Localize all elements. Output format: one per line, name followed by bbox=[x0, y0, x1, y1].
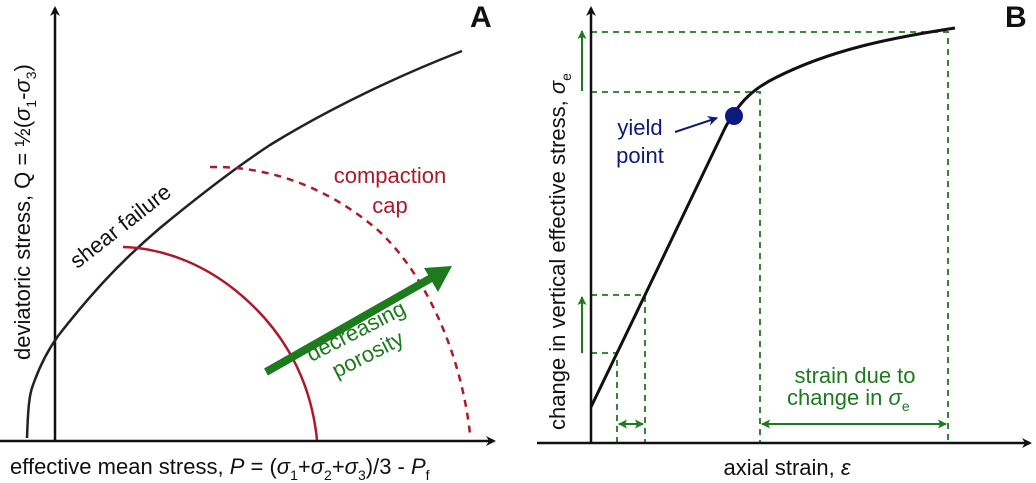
y-axis-label: change in vertical effective stress, σe bbox=[545, 73, 574, 430]
shear-failure-label: shear failure bbox=[65, 179, 176, 273]
panel-a: A shear failure compaction cap decreasin… bbox=[0, 1, 496, 483]
compaction-cap-curve bbox=[209, 165, 472, 435]
point-label: point bbox=[616, 143, 664, 168]
change-label: change in σe bbox=[787, 385, 910, 414]
cap-label: cap bbox=[372, 193, 407, 218]
yield-cap-curve bbox=[122, 245, 319, 441]
panel-letter: A bbox=[470, 1, 492, 34]
x-axis-label: axial strain, ε bbox=[723, 455, 850, 480]
yield-label: yield bbox=[617, 115, 662, 140]
yield-pointer-arrow bbox=[674, 116, 718, 133]
y-axis-label: deviatoric stress, Q = ½(σ1-σ3) bbox=[10, 64, 39, 360]
x-axis-label: effective mean stress, P = (σ1+σ2+σ3)/3 … bbox=[10, 454, 430, 483]
decreasing-porosity-arrow bbox=[264, 269, 442, 376]
panel-letter: B bbox=[1005, 1, 1027, 34]
strain-label: strain due to bbox=[794, 363, 915, 388]
yield-point-marker bbox=[725, 107, 743, 125]
compaction-label: compaction bbox=[334, 163, 447, 188]
stress-strain-curve bbox=[589, 26, 956, 408]
shear-failure-curve bbox=[25, 49, 463, 439]
panel-b: B yield point strain due to change in σe… bbox=[537, 1, 1032, 480]
arrowhead-icon bbox=[424, 266, 452, 292]
